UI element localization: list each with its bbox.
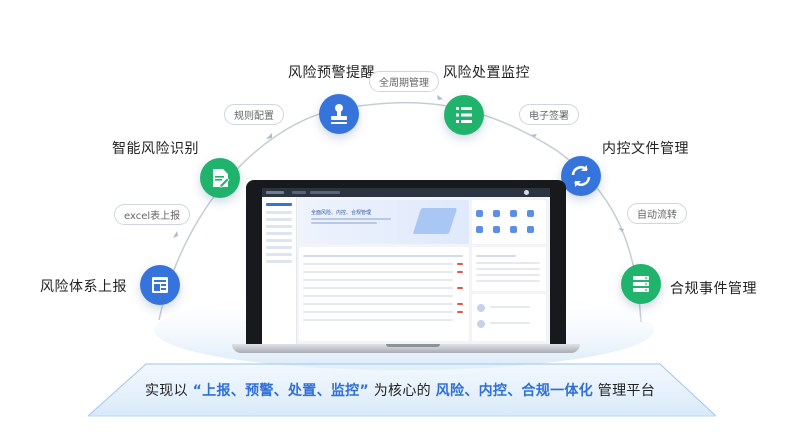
screen-sidebar-item: [266, 260, 292, 263]
screen-sidebar-item: [266, 253, 292, 256]
screen-sidebar-item: [266, 239, 292, 242]
laptop-bezel: 全面风险、内控、合规管理: [246, 180, 566, 346]
tagline: 实现以 “上报、预警、处置、监控” 为核心的 风险、内控、合规一体化 管理平台: [0, 380, 800, 400]
tagline-quote: “上报、预警、处置、监控”: [192, 383, 369, 399]
screen-status-mark: [457, 303, 463, 305]
flow-arrows: [173, 95, 624, 238]
laptop-base: [232, 344, 580, 353]
screen-table-row: [303, 303, 453, 305]
screen-table-row: [303, 319, 453, 321]
screen-notice-header: [476, 255, 516, 257]
screen-sidebar-item-active: [266, 203, 292, 206]
platform-shape: [88, 364, 716, 416]
screen-profile-avatar: [477, 320, 485, 328]
stamp-icon: [331, 104, 347, 124]
screen-table-panel: [299, 247, 469, 341]
arrow-4: [530, 134, 537, 137]
risk-report-node: [140, 265, 180, 305]
screen-quick-icon: [493, 226, 500, 233]
screen-status-mark: [457, 271, 463, 273]
screen-banner: 全面风险、内控、合规管理: [299, 200, 469, 244]
screen-profile-avatar: [477, 304, 485, 312]
compliance-events-node: [621, 264, 661, 304]
list-icon: [456, 107, 472, 123]
arrow-1: [173, 231, 178, 238]
screen-table-header: [303, 255, 463, 257]
screen-table-row: [303, 287, 453, 289]
screen-quick-icon: [527, 210, 534, 217]
screen-profile-panel: [472, 294, 546, 341]
laptop-mockup: 全面风险、内控、合规管理: [232, 180, 580, 360]
tagline-prefix: 实现以: [145, 383, 188, 399]
tagline-suffix: 管理平台: [597, 383, 655, 399]
screen-sidebar-item: [266, 232, 292, 235]
screen-quick-icon: [476, 210, 483, 217]
tagline-middle: 为核心的: [373, 383, 431, 399]
screen-banner-line: [311, 222, 377, 224]
screen-table-row: [303, 311, 453, 313]
risk-handling-label: 风险处置监控: [443, 65, 530, 81]
arrow-3: [437, 95, 443, 100]
smart-identify-label: 智能风险识别: [112, 141, 199, 157]
screen-banner-art: [412, 208, 458, 234]
screen-table-row: [303, 271, 453, 273]
auto-flow-pill: 自动流转: [627, 203, 687, 224]
risk-handling-node: [444, 95, 484, 135]
compliance-events-label: 合规事件管理: [670, 281, 757, 297]
screen-table-row: [303, 279, 453, 281]
screen-sidebar-item: [266, 225, 292, 228]
screen-notice-row: [476, 274, 540, 276]
screen-quick-icon: [493, 210, 500, 217]
screen-avatar: [524, 190, 529, 195]
server-icon: [633, 276, 649, 292]
arrow-2: [266, 133, 272, 139]
screen-sidebar-item: [266, 218, 292, 221]
form-icon: [152, 277, 168, 293]
screen-quick-icon: [476, 226, 483, 233]
laptop-screen: 全面风险、内控、合规管理: [262, 188, 550, 344]
screen-nav-1: [292, 191, 306, 194]
screen-banner-title: 全面风险、内控、合规管理: [311, 210, 372, 216]
internal-docs-node: [561, 156, 601, 196]
screen-quick-icon: [510, 210, 517, 217]
screen-quick-panel: [472, 200, 546, 244]
risk-warning-node: [319, 94, 359, 134]
screen-logo: [266, 191, 284, 194]
sync-icon: [571, 165, 591, 187]
screen-notice-panel: [472, 247, 546, 291]
document-edit-icon: [213, 169, 230, 188]
excel-report-pill: excel表上报: [114, 204, 191, 225]
screen-nav-2: [310, 191, 340, 194]
screen-table-row: [303, 263, 453, 265]
tagline-highlight: 风险、内控、合规一体化: [435, 383, 594, 399]
screen-status-mark: [457, 263, 463, 265]
screen-profile-row: [490, 306, 530, 308]
e-sign-pill: 电子签署: [519, 104, 579, 125]
screen-table-row: [303, 295, 453, 297]
laptop-notch: [386, 344, 440, 347]
screen-topbar: [262, 188, 550, 197]
screen-notice-row: [476, 268, 540, 270]
screen-status-mark: [457, 311, 463, 313]
internal-docs-label: 内控文件管理: [602, 141, 689, 157]
screen-sidebar-item: [266, 246, 292, 249]
screen-notice-row: [476, 262, 540, 264]
risk-warning-label: 风险预警提醒: [288, 65, 375, 81]
screen-quick-icon: [510, 226, 517, 233]
rule-config-pill: 规则配置: [224, 104, 284, 125]
screen-quick-icon: [527, 226, 534, 233]
screen-notice-row: [476, 280, 540, 282]
smart-identify-node: [200, 158, 240, 198]
screen-sidebar: [262, 197, 297, 344]
platform-edge: [87, 363, 717, 417]
full-cycle-pill: 全周期管理: [369, 71, 439, 92]
risk-report-label: 风险体系上报: [40, 279, 127, 295]
screen-status-mark: [457, 287, 463, 289]
screen-profile-row: [490, 322, 530, 324]
screen-banner-line: [311, 218, 391, 220]
arrow-5: [618, 228, 624, 232]
screen-sidebar-item: [266, 211, 292, 214]
